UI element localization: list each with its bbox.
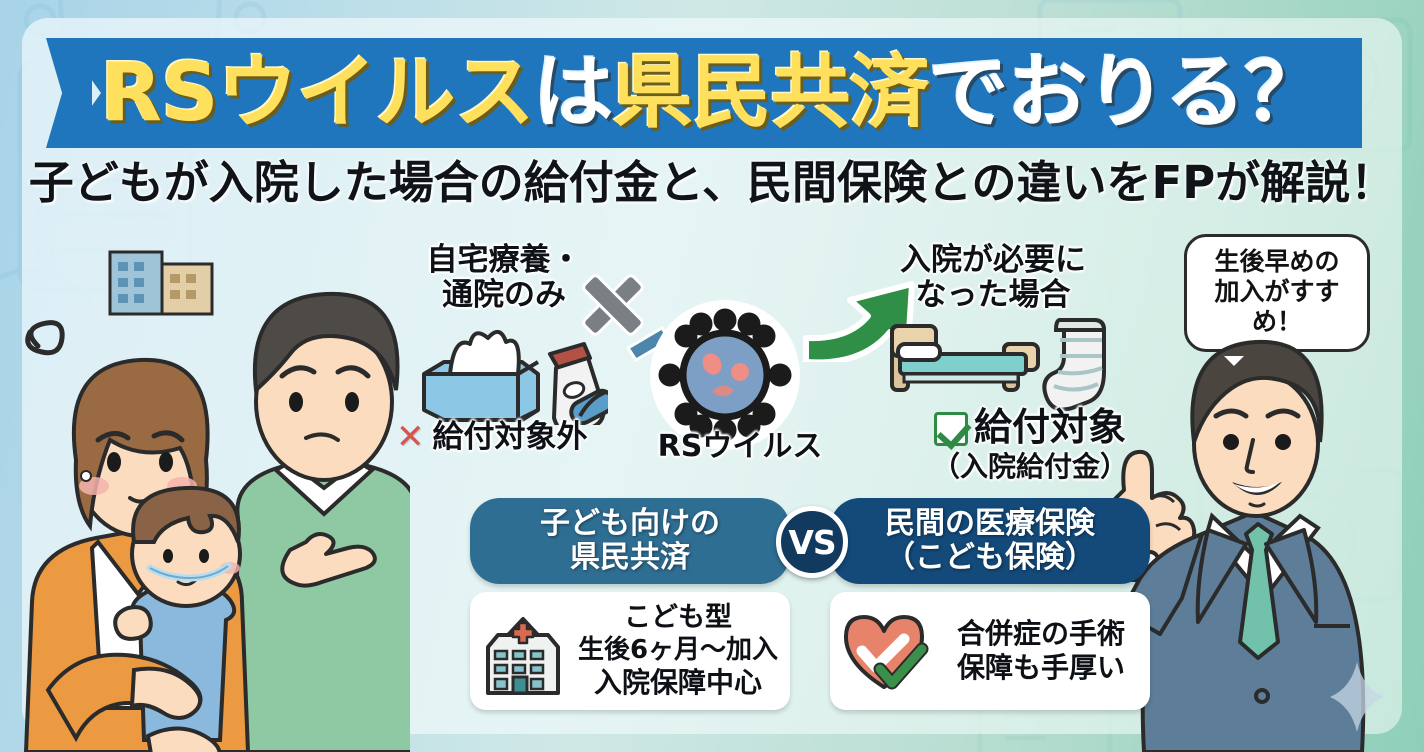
eligible-label: 給付対象 （入院給付金） — [900, 406, 1160, 482]
virus-highlight-circle — [650, 300, 800, 450]
title-banner: RSウイルスは県民共済でおりる？ — [62, 38, 1362, 148]
eligible-subtext: （入院給付金） — [931, 449, 1128, 483]
minkan-detail-2: 保障も手厚い — [956, 651, 1125, 684]
non-eligible-label: ✕ 給付対象外 — [396, 420, 626, 455]
page-subtitle: 子どもが入院した場合の給付金と、民間保険との違いをFPが解説！ — [28, 156, 1396, 209]
eligible-headline: 給付対象 — [900, 406, 1160, 449]
comparison-section: 子ども向けの 県民共済 こども型 — [470, 498, 1150, 716]
heart-check-icon — [844, 615, 929, 690]
pill-icon — [569, 388, 608, 425]
hospitalization-label: 入院が必要に なった場合 — [900, 242, 1086, 313]
home-care-icons — [422, 330, 608, 425]
title-segment-1: RSウイルス — [100, 46, 534, 139]
kenmin-header-line-2: 県民共済 — [570, 540, 690, 575]
red-x-icon: ✕ — [396, 417, 425, 458]
kenmin-detail-2: 生後6ヶ月〜加入 — [577, 634, 779, 665]
minkan-header-line-1: 民間の医療保険 — [885, 505, 1095, 541]
kenmin-header-line-1: 子ども向けの — [540, 505, 720, 541]
bubble-line-2: 加入がすすめ！ — [1214, 277, 1340, 336]
comparison-column-kenmin: 子ども向けの 県民共済 こども型 — [470, 498, 790, 710]
green-check-icon — [933, 412, 968, 446]
title-segment-2: は — [533, 46, 614, 139]
title-segment-3: 県民共済 — [612, 46, 930, 139]
hospital-bed-icon — [890, 324, 1040, 392]
tissue-box-icon — [422, 330, 540, 422]
kenmin-detail-1: こども型 — [624, 602, 732, 634]
home-treatment-label: 自宅療養・ 通院のみ — [426, 242, 582, 313]
speech-bubble: 生後早めの 加入がすすめ！ — [1184, 234, 1370, 373]
non-eligible-text: 給付対象外 — [432, 419, 588, 455]
leg-cast-icon — [1042, 318, 1107, 412]
bubble-line-1: 生後早めの — [1214, 247, 1340, 276]
hospitalization-icons — [890, 318, 1107, 412]
sparkle-icon — [1330, 662, 1384, 732]
minkan-detail-1: 合併症の手術 — [956, 617, 1125, 651]
title-segment-4: でおりる？ — [928, 46, 1325, 139]
page-title: RSウイルスは県民共済でおりる？ — [100, 53, 1324, 133]
family-illustration — [0, 250, 423, 752]
comparison-column-minkan: 民間の医療保険 （こども保険） 合併症の手術 保障も手厚い — [830, 498, 1150, 710]
kenmin-header: 子ども向けの 県民共済 — [470, 498, 790, 584]
kenmin-body: こども型 生後6ヶ月〜加入 入院保障中心 — [470, 592, 790, 710]
minkan-header: 民間の医療保険 （こども保険） — [830, 498, 1150, 584]
minkan-body: 合併症の手術 保障も手厚い — [830, 592, 1150, 710]
vs-badge: VS — [776, 506, 848, 578]
kenmin-detail-3: 入院保障中心 — [593, 665, 762, 699]
buildings-icon — [108, 250, 214, 316]
minkan-header-line-2: （こども保険） — [885, 540, 1095, 575]
virus-label: RSウイルス — [657, 429, 823, 464]
kenmin-details: こども型 生後6ヶ月〜加入 入院保障中心 — [576, 602, 780, 699]
minkan-details: 合併症の手術 保障も手厚い — [942, 617, 1140, 684]
hospital-building-icon — [486, 617, 560, 695]
rs-virus-icon — [658, 308, 792, 442]
